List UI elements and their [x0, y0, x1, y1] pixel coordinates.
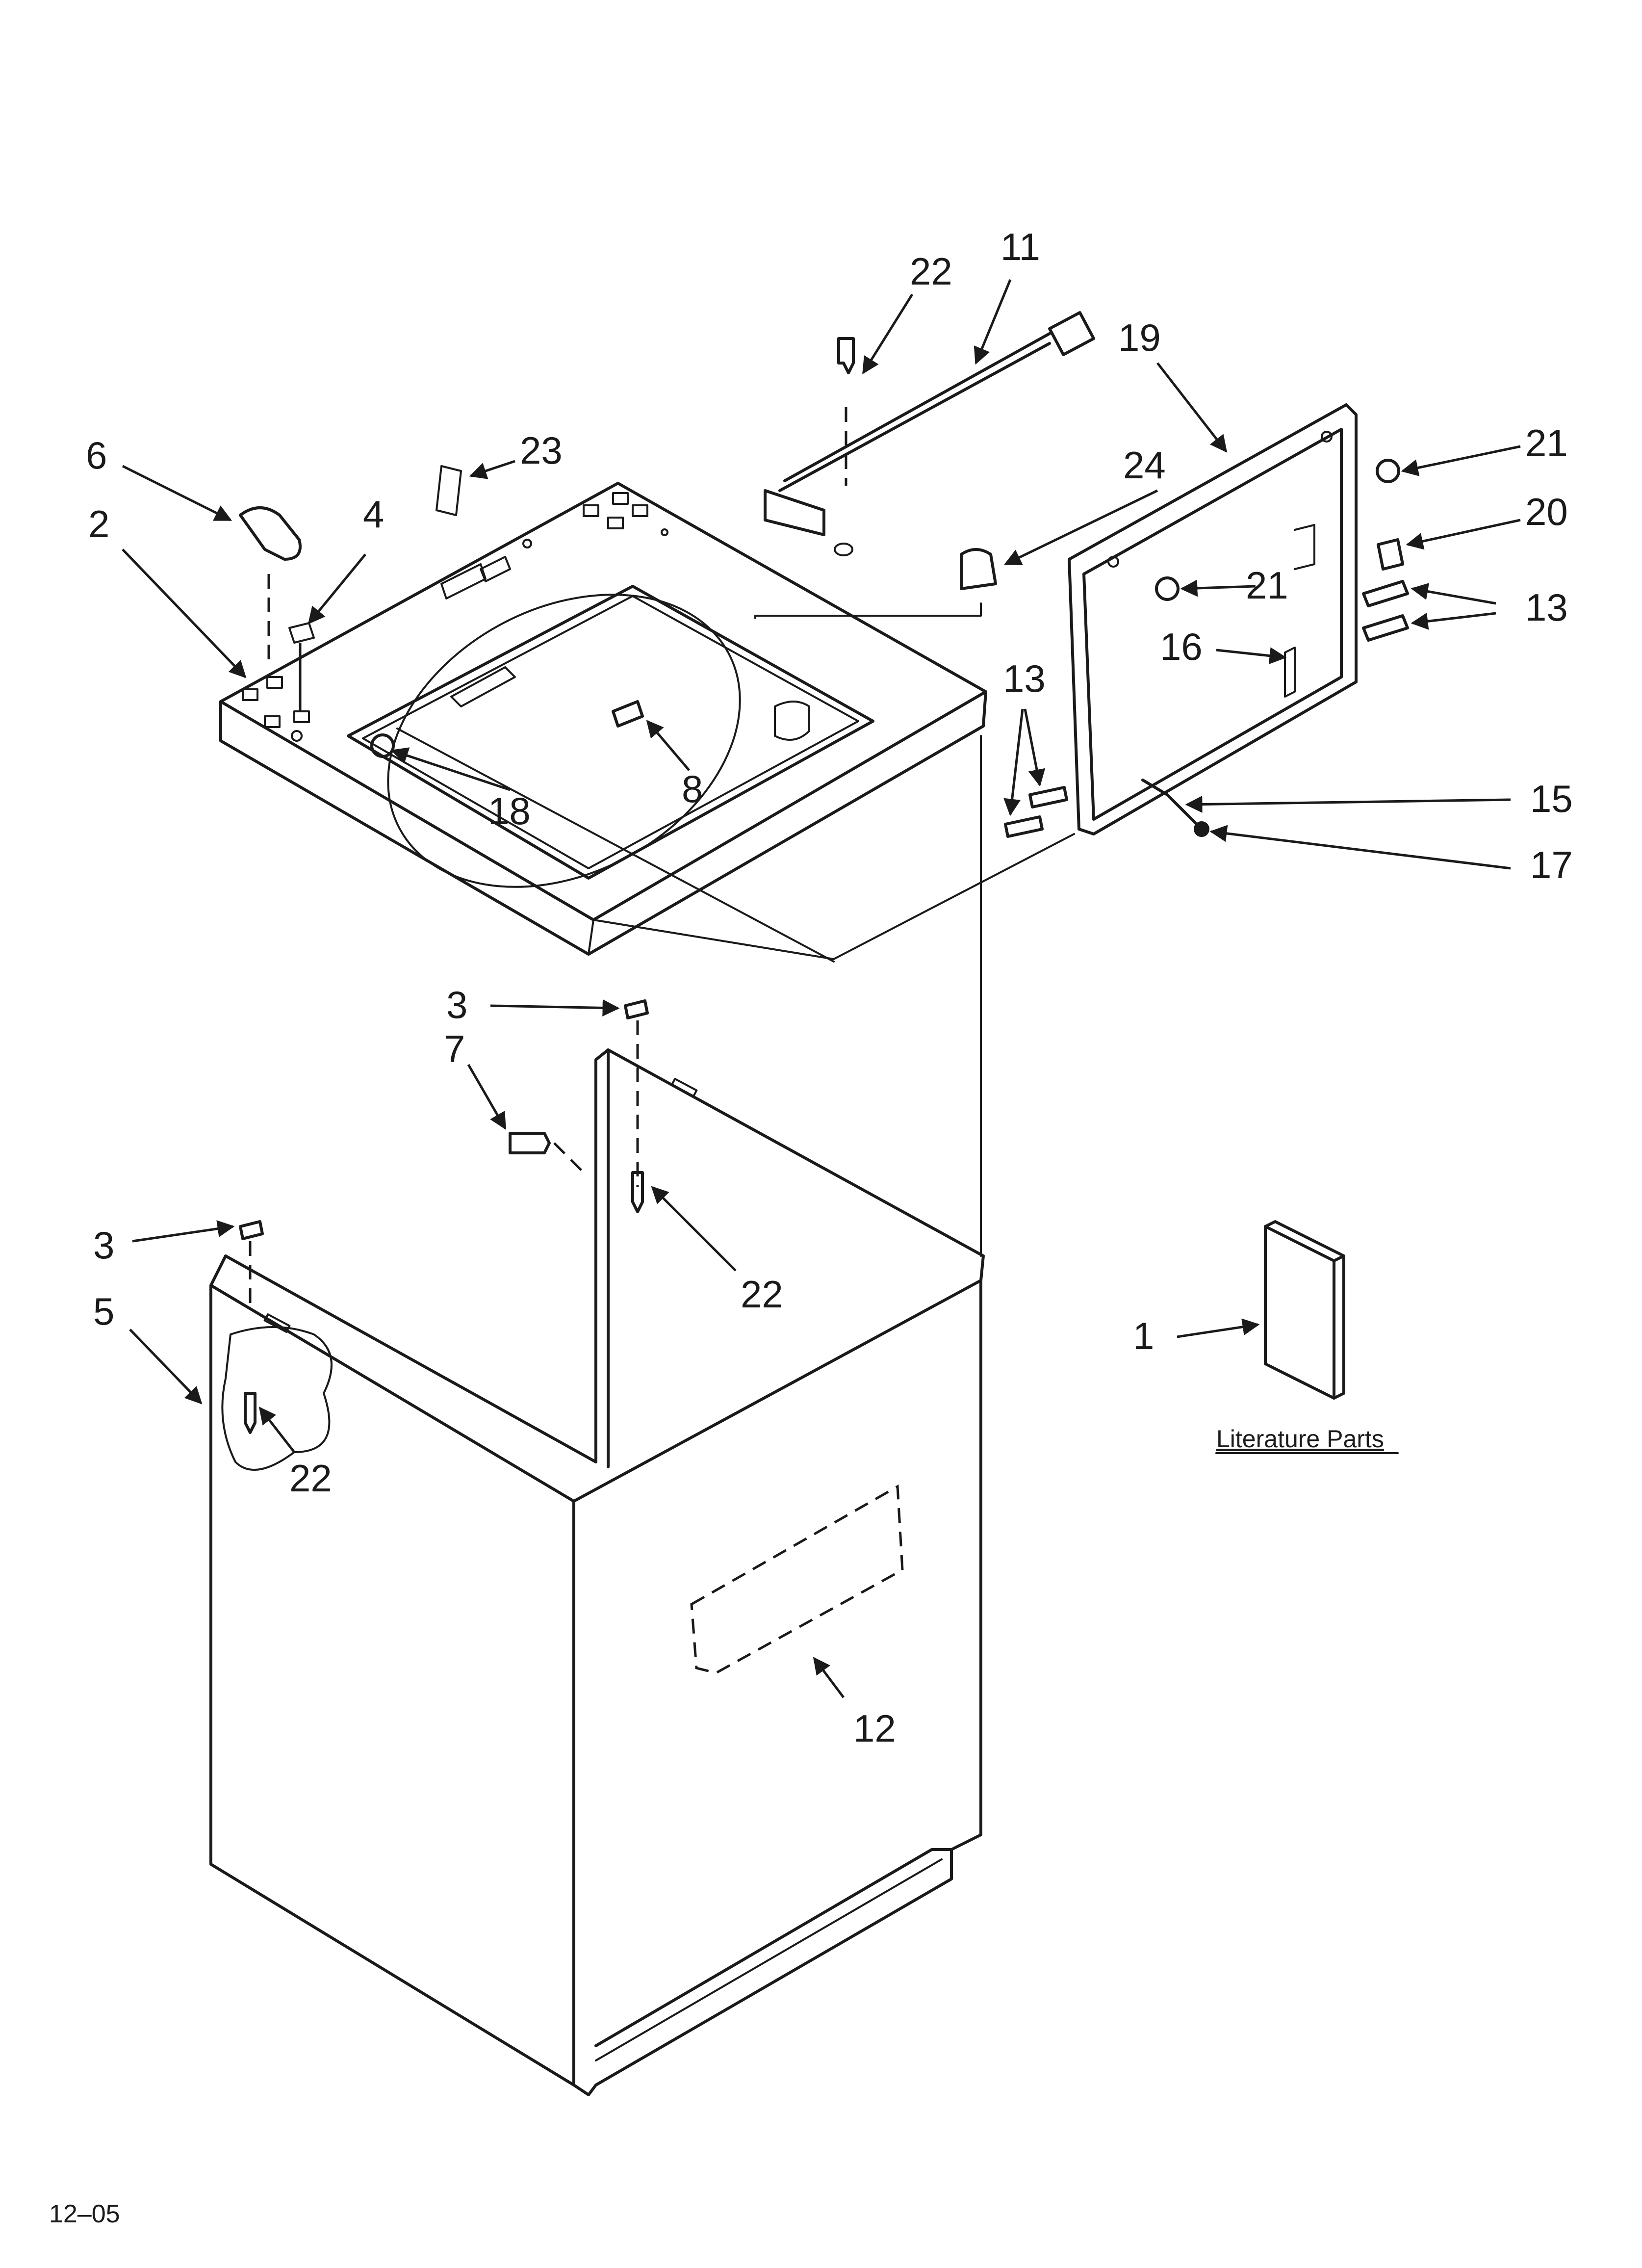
callout-17: 17: [1530, 843, 1573, 886]
hinge-rod: [1141, 779, 1209, 837]
callout-16: 16: [1160, 625, 1203, 668]
callout-18: 18: [488, 789, 531, 833]
callouts: 22 11 19 23 6 24 21 4 2 20 21 13 16 13 8…: [49, 225, 1573, 2228]
callout-7: 7: [444, 1027, 465, 1070]
callout-21-top: 21: [1525, 421, 1568, 465]
callout-11: 11: [1001, 225, 1040, 268]
callout-12: 12: [853, 1707, 896, 1750]
callout-1: 1: [1133, 1314, 1154, 1357]
callout-5: 5: [93, 1290, 114, 1333]
callout-4: 4: [363, 493, 384, 536]
callout-20: 20: [1525, 490, 1568, 533]
callout-21-mid: 21: [1246, 564, 1288, 607]
callout-24: 24: [1123, 443, 1166, 487]
callout-13-left: 13: [1003, 657, 1046, 700]
callout-15: 15: [1530, 777, 1573, 820]
leader-arrows: [122, 279, 1521, 1698]
top-panel: [219, 482, 987, 956]
lid: [1068, 403, 1358, 835]
small-parts: [239, 311, 1409, 1434]
callout-13-right: 13: [1525, 586, 1568, 629]
callout-6: 6: [86, 434, 107, 477]
callout-3-top: 3: [446, 983, 467, 1026]
callout-19: 19: [1118, 316, 1161, 359]
callout-22-mid: 22: [741, 1273, 783, 1316]
callout-8: 8: [682, 767, 703, 810]
callout-22-top: 22: [910, 250, 952, 293]
callout-3-left: 3: [93, 1224, 114, 1267]
callout-2: 2: [88, 502, 109, 546]
page-code: 12–05: [49, 2200, 120, 2228]
reference-lines: [396, 602, 1075, 1257]
literature-parts-label: Literature Parts: [1216, 1425, 1384, 1453]
callout-22-low: 22: [289, 1457, 332, 1500]
cabinet: [209, 1048, 985, 2096]
callout-23: 23: [520, 429, 563, 472]
